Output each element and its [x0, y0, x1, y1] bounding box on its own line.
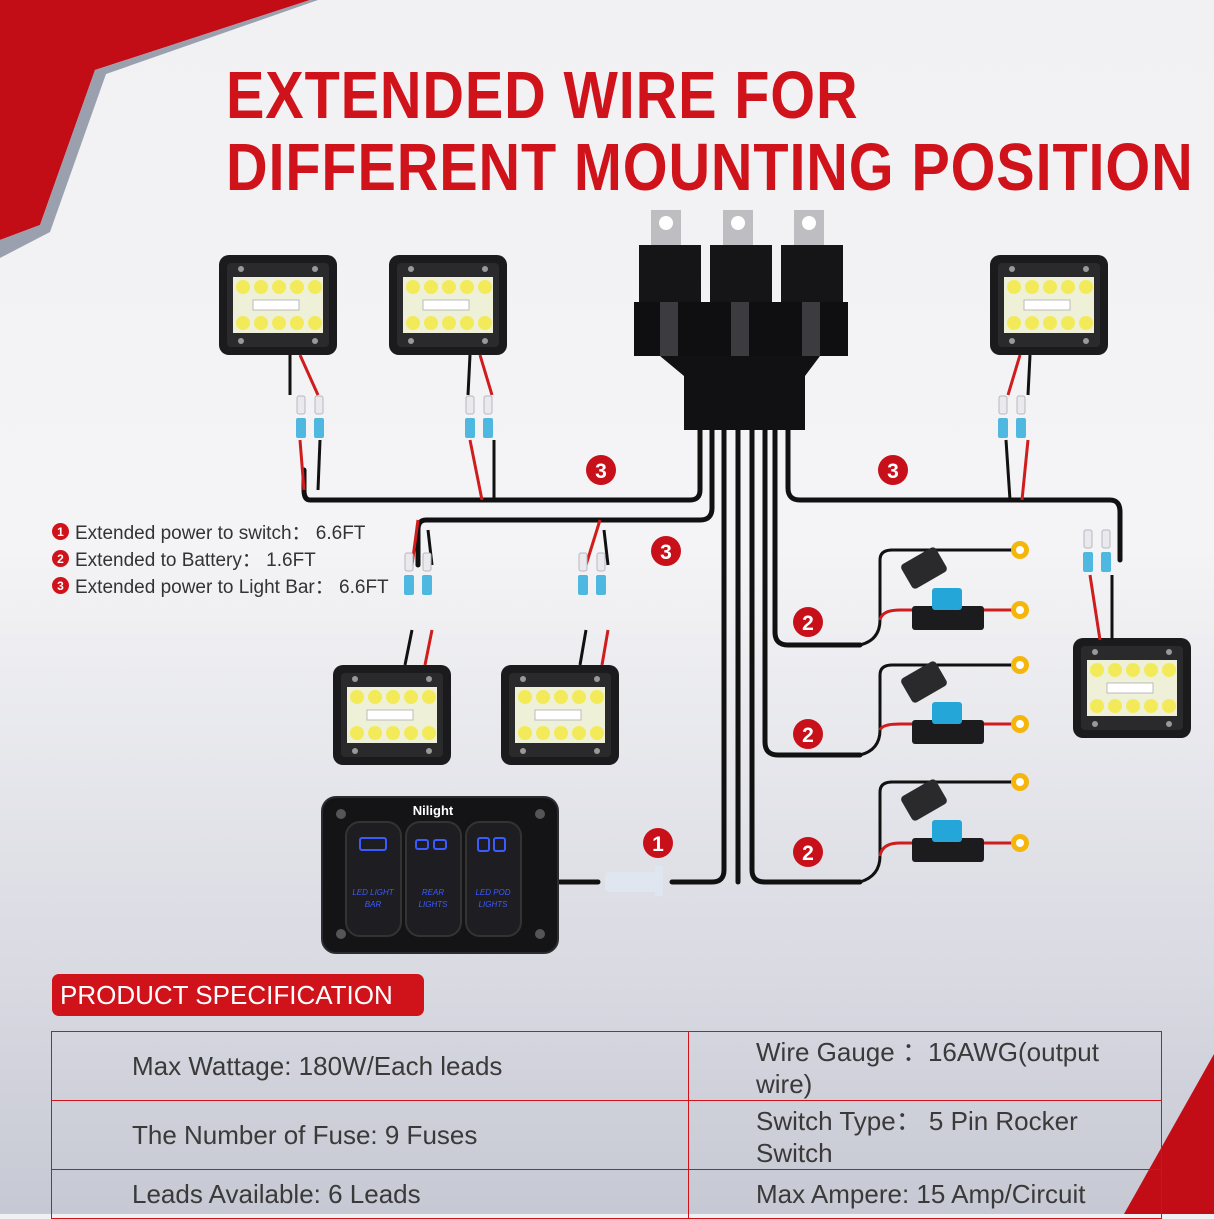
svg-text:1: 1: [652, 833, 664, 856]
light-pod-middle-1: [332, 664, 452, 766]
relay-block: [634, 210, 848, 430]
fuse-holder-1: [899, 545, 984, 630]
title-line-2: DIFFERENT MOUNTING POSITION: [226, 130, 1194, 205]
spec-cell: Max Wattage: 180W/Each leads: [51, 1031, 689, 1101]
connector-pair-3: [997, 395, 1027, 439]
spec-header: PRODUCT SPECIFICATION: [52, 974, 424, 1016]
badge-2-bottom: 2: [793, 837, 823, 867]
legend-item: 2 Extended to Battery： 1.6FT: [52, 545, 389, 572]
page-title: EXTENDED WIRE FOR DIFFERENT MOUNTING POS…: [226, 60, 1194, 204]
number-badge: 2: [52, 550, 69, 567]
connector-pair-1: [295, 395, 325, 439]
ring-terminal: [1011, 715, 1029, 733]
light-bar-icon: [359, 837, 387, 851]
svg-text:REAR: REAR: [422, 888, 444, 897]
svg-text:2: 2: [802, 724, 814, 747]
svg-text:LIGHTS: LIGHTS: [419, 900, 449, 909]
svg-text:LIGHTS: LIGHTS: [479, 900, 509, 909]
svg-text:LED LIGHT: LED LIGHT: [352, 888, 394, 897]
badge-3-right: 3: [878, 455, 908, 485]
light-pod-top-left-1: [218, 254, 338, 356]
wire-harness: [301, 427, 1123, 885]
relay-1: [639, 245, 701, 305]
switch-connector: [605, 866, 663, 896]
spec-cell: Max Ampere: 15 Amp/Circuit: [688, 1169, 1162, 1219]
table-row: The Number of Fuse: 9 Fuses Switch Type：…: [51, 1100, 1162, 1170]
brand-logo: Nilight: [413, 803, 454, 818]
number-badge: 3: [52, 577, 69, 594]
svg-text:2: 2: [802, 612, 814, 635]
svg-text:3: 3: [887, 460, 899, 483]
corner-grey-stripe: [0, 0, 318, 258]
wiring-diagram: 3 3 3 2 2 2 1 Nilight LED LIGHT BAR: [218, 210, 1192, 954]
light-pod-middle-2: [500, 664, 620, 766]
badge-1: 1: [643, 828, 673, 858]
rocker-switch-2[interactable]: REAR LIGHTS: [405, 821, 462, 937]
wire-battery-3: [749, 427, 863, 885]
wire-battery-1: [772, 427, 863, 648]
pod-lights-icon: [477, 837, 490, 852]
wire-length-legend: 1 Extended power to switch： 6.6FT 2 Exte…: [52, 518, 389, 599]
svg-text:3: 3: [660, 541, 672, 564]
light-pod-top-left-2: [388, 254, 508, 356]
connector-pair-5: [577, 552, 607, 596]
wire-switch: [669, 427, 727, 885]
wire-light-bar-right: [785, 427, 1123, 563]
badge-3-middle: 3: [651, 536, 681, 566]
legend-text: Extended power to switch： 6.6FT: [75, 523, 366, 544]
connector-pair-6: [1082, 529, 1112, 573]
legend-item: 3 Extended power to Light Bar： 6.6FT: [52, 572, 389, 599]
table-row: Max Wattage: 180W/Each leads Wire Gauge …: [51, 1031, 1162, 1101]
legend-item: 1 Extended power to switch： 6.6FT: [52, 518, 389, 545]
fuse-wiring: [859, 548, 1012, 884]
spec-cell: The Number of Fuse: 9 Fuses: [51, 1100, 689, 1170]
badge-2-middle: 2: [793, 719, 823, 749]
wire-battery-2: [762, 427, 863, 758]
number-badge: 1: [52, 523, 69, 540]
switch-panel: Nilight LED LIGHT BAR REAR LIGHTS LED PO…: [321, 796, 559, 954]
ring-terminal: [1011, 656, 1029, 674]
table-row: Leads Available: 6 Leads Max Ampere: 15 …: [51, 1169, 1162, 1219]
title-line-1: EXTENDED WIRE FOR: [226, 58, 859, 133]
corner-red-shape: [0, 0, 310, 240]
badge-2-top: 2: [793, 607, 823, 637]
wire-light-bar-left: [301, 427, 703, 503]
ring-terminal: [1011, 834, 1029, 852]
legend-text: Extended to Battery： 1.6FT: [75, 550, 316, 571]
rocker-switch-3[interactable]: LED POD LIGHTS: [465, 821, 522, 937]
spec-cell: Wire Gauge ：16AWG(output wire): [688, 1031, 1162, 1101]
spec-table: Max Wattage: 180W/Each leads Wire Gauge …: [51, 1031, 1162, 1219]
light-pod-top-right: [989, 254, 1109, 356]
fuse-holder-2: [899, 659, 984, 744]
light-pod-right: [1072, 637, 1192, 739]
svg-text:3: 3: [595, 460, 607, 483]
svg-text:BAR: BAR: [365, 900, 382, 909]
corner-decoration-top-left: [0, 0, 318, 258]
connector-pair-2: [464, 395, 494, 439]
legend-text: Extended power to Light Bar： 6.6FT: [75, 577, 389, 598]
relay-2: [710, 245, 772, 305]
ring-terminal: [1011, 601, 1029, 619]
svg-text:LED POD: LED POD: [475, 888, 510, 897]
ring-terminal: [1011, 541, 1029, 559]
svg-text:2: 2: [802, 842, 814, 865]
spec-cell: Leads Available: 6 Leads: [51, 1169, 689, 1219]
relay-boot: [660, 356, 820, 430]
badge-3-left: 3: [586, 455, 616, 485]
rear-lights-icon: [415, 839, 429, 850]
relay-3: [781, 245, 843, 305]
ring-terminal: [1011, 773, 1029, 791]
rocker-switch-1[interactable]: LED LIGHT BAR: [345, 821, 402, 937]
fuse-holder-3: [899, 777, 984, 862]
spec-cell: Switch Type： 5 Pin Rocker Switch: [688, 1100, 1162, 1170]
